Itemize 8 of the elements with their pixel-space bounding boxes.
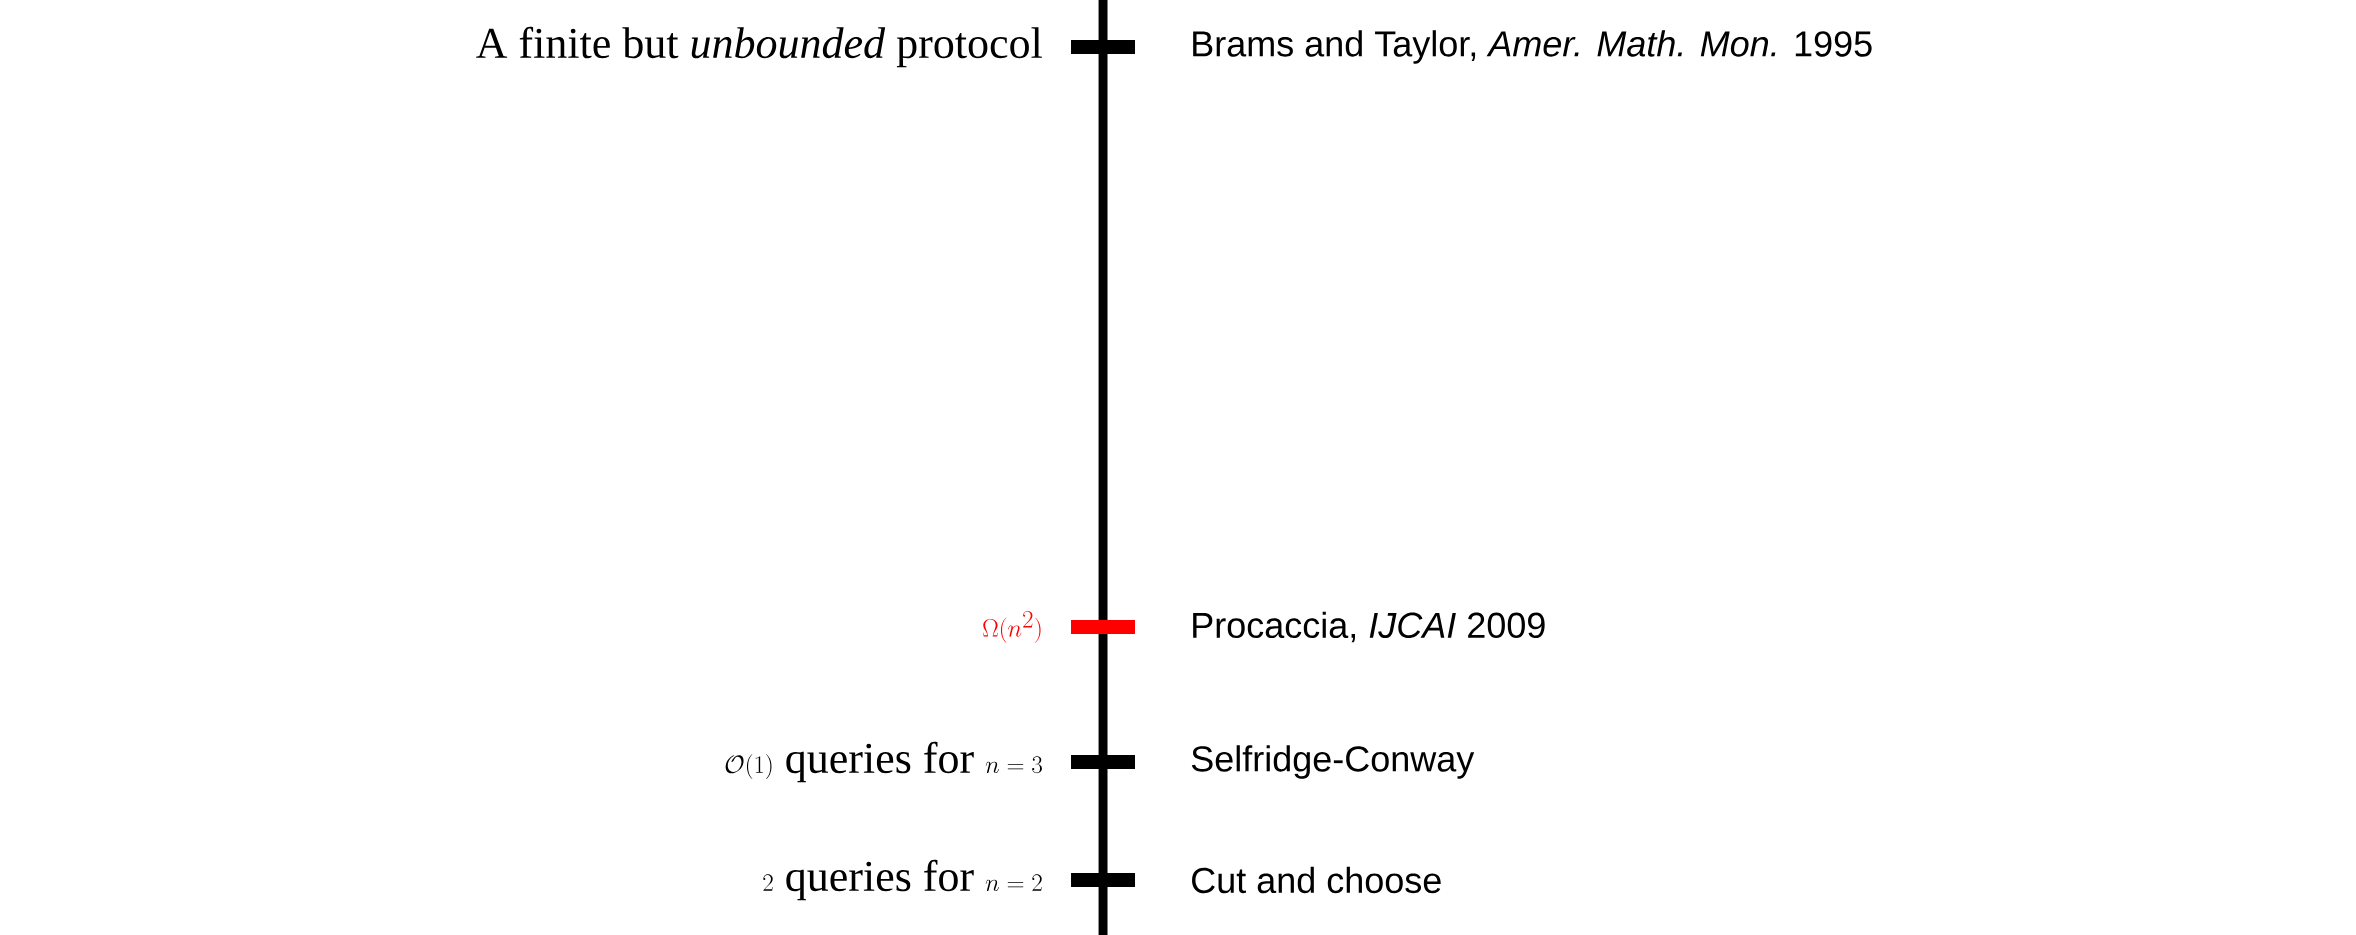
reference-label: Selfridge-Conway [1191,745,1475,779]
reference-label: Procaccia, IJCAI 2009 [1193,611,1545,643]
milestone-label: A finite but unbounded protocol [476,26,1042,68]
milestone-label: $\mathcal{O}(1)\text{ queries for }n=3$ [725,741,1042,783]
reference-label: Cut and choose [1192,866,1441,894]
reference-label: Brams and Taylor, Amer. Math. Mon. 1995 [1193,30,1872,64]
milestone-label: $2\text{ queries for }n=2$ [763,859,1042,901]
milestone-label: $\Omega(n^2)$ [983,610,1041,643]
